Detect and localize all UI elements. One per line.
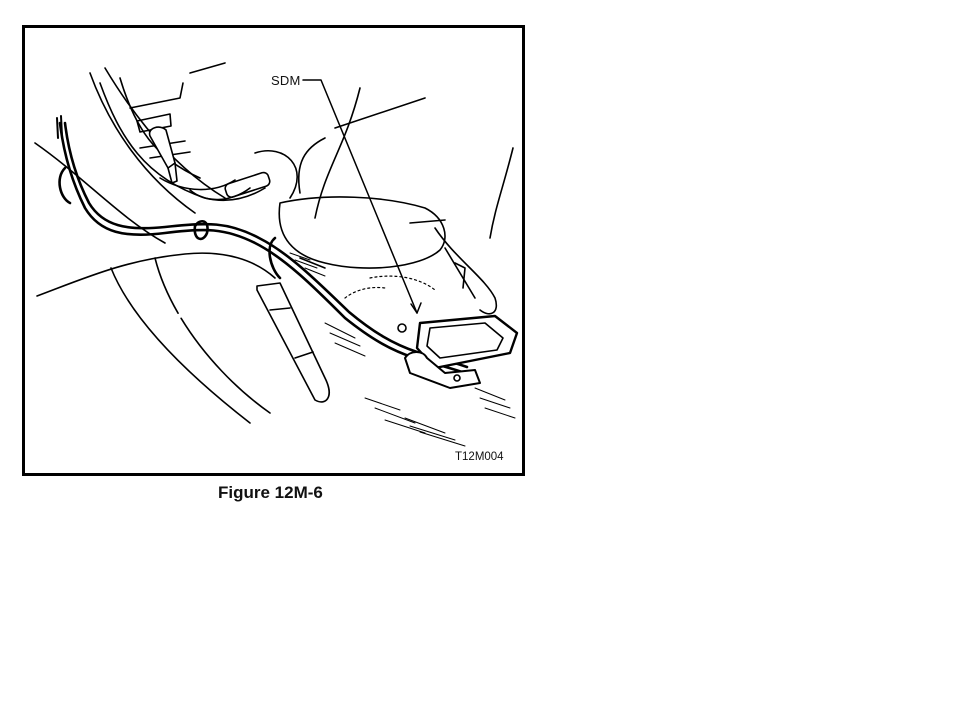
wiring-harness	[56, 115, 469, 375]
figure-code: T12M004	[455, 451, 504, 463]
tunnel-edges	[344, 275, 436, 299]
figure-frame: SDM T12M004	[22, 25, 525, 476]
figure-caption: Figure 12M-6	[218, 483, 323, 502]
sdm-callout-label: SDM	[271, 73, 301, 88]
carpet-texture	[289, 252, 516, 447]
seat-belt-buckle	[256, 282, 330, 403]
sdm-callout-leader	[302, 79, 422, 314]
console-lid	[278, 196, 498, 315]
shift-knob	[148, 126, 178, 184]
shifter-bezel	[99, 77, 298, 202]
console-illustration	[34, 62, 519, 447]
sdm-module	[397, 314, 519, 389]
